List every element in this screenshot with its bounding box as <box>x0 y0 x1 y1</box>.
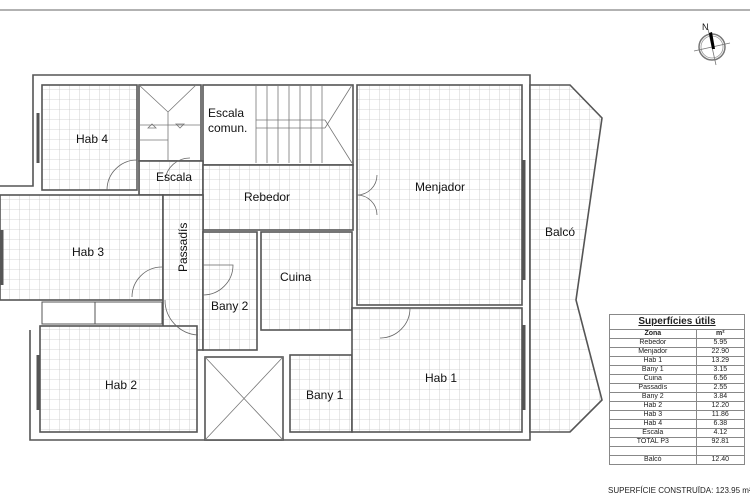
wardrobe <box>41 301 163 325</box>
zone-cell: Hab 3 <box>609 410 697 420</box>
zone-cell: TOTAL P3 <box>609 437 697 447</box>
area-cell: 4.12 <box>695 428 746 438</box>
label-bany1: Bany 1 <box>306 388 344 402</box>
col-m2: m² <box>695 329 746 339</box>
private-stair <box>138 84 202 162</box>
zone-cell: Hab 4 <box>609 419 697 429</box>
label-rebedor: Rebedor <box>244 190 290 204</box>
zone-cell: Bany 2 <box>609 392 697 402</box>
area-cell: 11.86 <box>695 410 746 420</box>
built-area-label: SUPERFÍCIE CONSTRUÏDA: 123.95 m² <box>608 486 750 495</box>
door-passadis <box>164 299 199 336</box>
zone-cell: Escala <box>609 428 697 438</box>
area-cell: 12.40 <box>695 455 746 465</box>
door-hab1 <box>379 307 411 339</box>
door-hab3 <box>131 266 163 298</box>
zone-cell: Hab 1 <box>609 356 697 366</box>
room-bany1 <box>289 354 353 433</box>
balcony <box>529 84 603 433</box>
area-cell: 13.29 <box>695 356 746 366</box>
area-cell: 92.81 <box>695 437 746 447</box>
zone-cell: Hab 2 <box>609 401 697 411</box>
area-cell <box>695 446 746 456</box>
zone-cell <box>609 446 697 456</box>
area-cell: 3.84 <box>695 392 746 402</box>
zone-cell: Rebedor <box>609 338 697 348</box>
common-stair-steps <box>255 84 353 164</box>
area-cell: 6.56 <box>695 374 746 384</box>
label-menjador: Menjador <box>415 180 465 194</box>
label-hab4: Hab 4 <box>76 132 108 146</box>
room-hab4 <box>41 84 138 191</box>
zone-cell: Bany 1 <box>609 365 697 375</box>
area-cell: 22.90 <box>695 347 746 357</box>
label-hab2: Hab 2 <box>105 378 137 392</box>
label-passadis: Passadís <box>176 223 190 272</box>
label-balco: Balcó <box>545 225 575 239</box>
lift-shaft-cross <box>204 356 284 441</box>
label-escala-comun-1: Escala <box>208 106 244 120</box>
zone-cell: Cuina <box>609 374 697 384</box>
label-escala: Escala <box>156 170 192 184</box>
door-hab4 <box>106 159 138 191</box>
compass-n-label: N <box>702 22 709 32</box>
table-row <box>609 446 746 456</box>
room-menjador <box>356 84 523 306</box>
area-cell: 12.20 <box>695 401 746 411</box>
areas-table-title: Superfícies útils <box>609 314 745 330</box>
area-cell: 5.95 <box>695 338 746 348</box>
label-hab1: Hab 1 <box>425 371 457 385</box>
label-cuina: Cuina <box>280 270 312 284</box>
room-hab1 <box>351 307 523 433</box>
stair-steps <box>138 84 200 160</box>
room-hab2 <box>39 325 198 433</box>
area-cell: 3.15 <box>695 365 746 375</box>
outer-wall <box>0 74 531 441</box>
zone-cell: Menjador <box>609 347 697 357</box>
room-bany2 <box>202 231 258 351</box>
north-compass-icon: N <box>693 22 731 66</box>
zone-cell: Balcó <box>609 455 697 465</box>
zone-cell: Passadís <box>609 383 697 393</box>
room-passadis <box>162 194 204 351</box>
windows <box>0 113 526 410</box>
door-bany2 <box>202 264 234 296</box>
label-bany2: Bany 2 <box>211 299 249 313</box>
area-cell: 2.55 <box>695 383 746 393</box>
door-menjador <box>356 174 378 216</box>
col-zona: Zona <box>609 329 697 339</box>
door-escala <box>164 157 191 181</box>
room-cuina <box>260 231 353 331</box>
label-hab3: Hab 3 <box>72 245 104 259</box>
label-escala-comun-2: comun. <box>208 121 247 135</box>
area-cell: 6.38 <box>695 419 746 429</box>
